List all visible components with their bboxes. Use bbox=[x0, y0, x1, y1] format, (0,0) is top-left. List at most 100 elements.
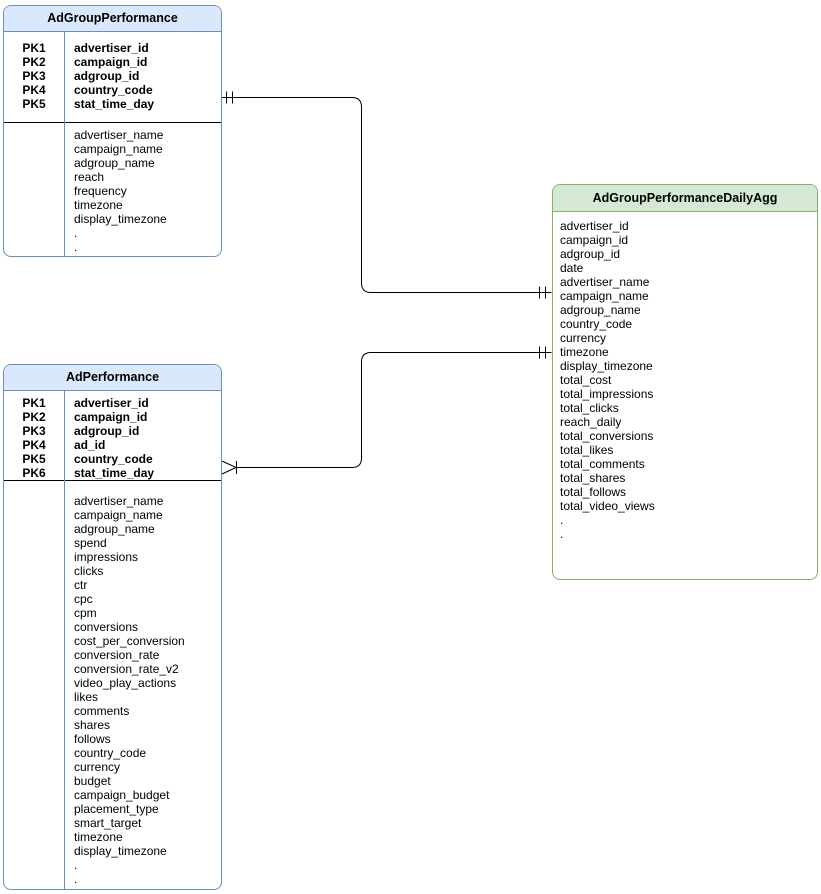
field-row: campaign_budget bbox=[74, 788, 170, 802]
pk-field-name: country_code bbox=[74, 452, 153, 466]
field-row: likes bbox=[74, 690, 99, 704]
field-row: impressions bbox=[74, 550, 139, 564]
field-row: spend bbox=[74, 536, 107, 550]
field-row: campaign_id bbox=[560, 233, 629, 247]
field-row: campaign_name bbox=[74, 508, 163, 522]
pk-field-name: adgroup_id bbox=[74, 424, 140, 438]
field-row: reach bbox=[74, 170, 105, 184]
field-row: cpc bbox=[74, 592, 93, 606]
field-row: smart_target bbox=[74, 816, 142, 830]
field-row: advertiser_name bbox=[560, 275, 650, 289]
pk-field-name: campaign_id bbox=[74, 410, 148, 424]
pk-column-divider bbox=[64, 391, 65, 889]
field-row: . bbox=[74, 872, 78, 886]
field-row: country_code bbox=[74, 746, 147, 760]
field-row: comments bbox=[74, 704, 130, 718]
field-row: . bbox=[560, 513, 564, 527]
relationship-adperformance-to-dailyagg bbox=[221, 346, 552, 475]
pk-row: PK3 adgroup_id bbox=[4, 69, 221, 83]
field-row: cpm bbox=[74, 606, 97, 620]
field-row: display_timezone bbox=[560, 359, 653, 373]
field-row: cost_per_conversion bbox=[74, 634, 185, 648]
field-row: advertiser_id bbox=[560, 219, 629, 233]
pk-field-name: adgroup_id bbox=[74, 69, 140, 83]
pk-row: PK5 stat_time_day bbox=[4, 97, 221, 111]
field-row: conversions bbox=[74, 620, 139, 634]
pk-key-label: PK2 bbox=[22, 410, 46, 424]
field-row: total_impressions bbox=[560, 387, 654, 401]
field-row: conversion_rate_v2 bbox=[74, 662, 179, 676]
field-row: total_clicks bbox=[560, 401, 619, 415]
field-row: adgroup_name bbox=[560, 303, 641, 317]
pk-key-label: PK1 bbox=[22, 396, 46, 410]
field-row: placement_type bbox=[74, 802, 159, 816]
field-row: adgroup_id bbox=[560, 247, 621, 261]
pk-key-label: PK3 bbox=[22, 424, 46, 438]
field-row: adgroup_name bbox=[74, 522, 155, 536]
field-row: advertiser_name bbox=[74, 494, 164, 508]
field-row: total_video_views bbox=[560, 499, 655, 513]
field-row: display_timezone bbox=[74, 844, 167, 858]
field-row: frequency bbox=[74, 184, 127, 198]
pk-column-divider bbox=[64, 32, 65, 256]
field-row: video_play_actions bbox=[74, 676, 177, 690]
pk-key-label: PK1 bbox=[22, 41, 46, 55]
entity-title: AdGroupPerformanceDailyAgg bbox=[553, 185, 817, 212]
field-row: total_conversions bbox=[560, 429, 654, 443]
field-row: . bbox=[74, 226, 78, 240]
field-row: total_likes bbox=[560, 443, 614, 457]
pk-row: PK2 campaign_id bbox=[4, 55, 221, 69]
field-row: ctr bbox=[74, 578, 88, 592]
field-row: . bbox=[74, 858, 78, 872]
pk-row: PK3 adgroup_id bbox=[4, 424, 221, 438]
entity-adgroupperformancedailyagg: AdGroupPerformanceDailyAgg advertiser_id… bbox=[552, 184, 818, 580]
pk-key-label: PK4 bbox=[22, 83, 46, 97]
field-row: timezone bbox=[74, 198, 123, 212]
field-row: campaign_name bbox=[74, 142, 163, 156]
field-row: campaign_name bbox=[560, 289, 649, 303]
field-row: adgroup_name bbox=[74, 156, 155, 170]
pk-row: PK2 campaign_id bbox=[4, 410, 221, 424]
field-row: currency bbox=[560, 331, 607, 345]
field-row: total_follows bbox=[560, 485, 627, 499]
field-row: timezone bbox=[560, 345, 609, 359]
pk-key-label: PK2 bbox=[22, 55, 46, 69]
pk-row: PK6 stat_time_day bbox=[4, 466, 221, 480]
field-row: total_comments bbox=[560, 457, 645, 471]
entity-title: AdGroupPerformance bbox=[4, 6, 221, 32]
field-row: . bbox=[74, 240, 78, 254]
field-row: timezone bbox=[74, 830, 123, 844]
pk-field-name: campaign_id bbox=[74, 55, 148, 69]
field-row: . bbox=[560, 527, 564, 541]
field-row: budget bbox=[74, 774, 111, 788]
field-row: total_cost bbox=[560, 373, 612, 387]
pk-field-name: stat_time_day bbox=[74, 97, 155, 111]
field-row: shares bbox=[74, 718, 111, 732]
field-row: follows bbox=[74, 732, 111, 746]
field-row: display_timezone bbox=[74, 212, 167, 226]
field-row: reach_daily bbox=[560, 415, 622, 429]
pk-key-label: PK6 bbox=[22, 466, 46, 480]
cardinality-many-crowfoot bbox=[221, 460, 238, 475]
pk-key-label: PK5 bbox=[22, 97, 46, 111]
pk-key-label: PK3 bbox=[22, 69, 46, 83]
pk-field-name: stat_time_day bbox=[74, 466, 155, 480]
entity-title: AdPerformance bbox=[4, 365, 221, 391]
field-row: currency bbox=[74, 760, 121, 774]
field-row: date bbox=[560, 261, 584, 275]
field-row: conversion_rate bbox=[74, 648, 160, 662]
field-row: clicks bbox=[74, 564, 104, 578]
